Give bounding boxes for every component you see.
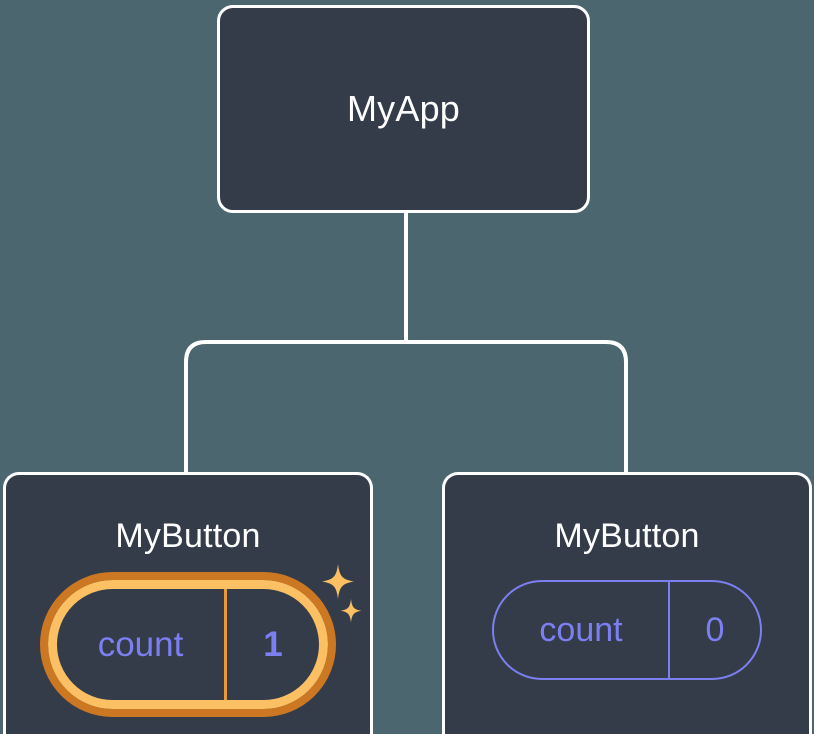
state-pill-right-key: count — [539, 611, 623, 649]
state-pill-right-wrap: count 0 — [492, 580, 762, 680]
state-pill-left-value: 1 — [224, 589, 319, 700]
state-pill-left-wrap: count 1 — [40, 564, 362, 717]
node-myapp-label: MyApp — [346, 88, 461, 129]
node-mybutton-left-label: MyButton — [115, 517, 261, 555]
sparkle-small-icon — [340, 599, 362, 623]
sparkle-large-icon — [322, 564, 354, 599]
node-mybutton-left[interactable]: MyButton count 1 — [3, 472, 373, 734]
state-pill-right[interactable]: count 0 — [492, 580, 762, 680]
connector-branch-bus — [184, 340, 628, 472]
node-mybutton-right[interactable]: MyButton count 0 — [442, 472, 812, 734]
node-mybutton-right-label: MyButton — [554, 517, 700, 555]
state-pill-right-value: 0 — [668, 582, 760, 678]
node-myapp[interactable]: MyApp — [217, 5, 590, 213]
diagram-title: React component tree with highlighted st… — [0, 0, 1, 1]
state-pill-left-key: count — [97, 625, 184, 664]
state-pill-left[interactable]: count 1 — [40, 572, 336, 717]
